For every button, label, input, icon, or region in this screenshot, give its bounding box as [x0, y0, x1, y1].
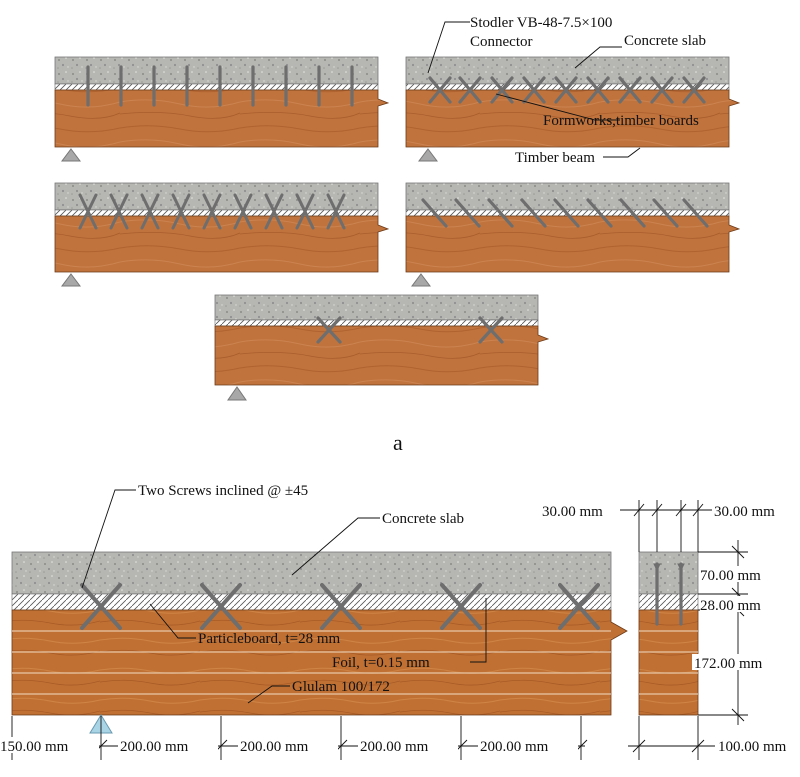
support-triangle [411, 273, 431, 287]
concrete-slab [405, 182, 730, 211]
concrete-slab [405, 56, 730, 85]
panel-a-label: a [393, 430, 403, 455]
dim-200-d: 200.00 mm [480, 739, 549, 755]
connector-row [86, 65, 354, 107]
section-dim-board: 28.00 mm [700, 598, 761, 614]
section-dim-top-right: 30.00 mm [714, 504, 775, 520]
glulam-callout: Glulam 100/172 [292, 679, 390, 695]
glulam-beam [11, 609, 628, 716]
lamination-lines [12, 630, 611, 695]
concrete-slab [54, 56, 379, 85]
beam-variant-cross-connectors [405, 56, 741, 162]
formwork-boards [54, 83, 379, 91]
section-dimension-labels: 30.00 mm 30.00 mm 70.00 mm 28.00 mm 172.… [542, 502, 800, 755]
beam-variant-two-cross-connectors [214, 294, 550, 401]
support-triangle [61, 273, 81, 287]
timber-beam [405, 89, 741, 148]
dim-200-a: 200.00 mm [120, 739, 189, 755]
formwork-boards [54, 209, 379, 217]
inclined-screw-pairs [80, 583, 600, 630]
section-concrete [638, 551, 699, 595]
concrete-slab-callout: Concrete slab [382, 511, 464, 527]
connector-callout-line1: Stodler VB-48-7.5×100 [470, 15, 612, 31]
timber-beam [214, 325, 550, 386]
cross-section [638, 551, 699, 716]
timber-beam-callout: Timber beam [515, 150, 595, 166]
concrete-slab-callout: Concrete slab [624, 33, 706, 49]
panel-a-callouts [427, 21, 641, 158]
section-dim-width: 100.00 mm [718, 739, 787, 755]
particleboard-callout: Particleboard, t=28 mm [198, 631, 341, 647]
foil-callout: Foil, t=0.15 mm [332, 655, 430, 671]
dim-200-b: 200.00 mm [240, 739, 309, 755]
support-triangle [61, 148, 81, 162]
support-triangle [227, 386, 247, 401]
concrete-slab [214, 294, 539, 321]
section-dim-top-left: 30.00 mm [542, 504, 603, 520]
beam-variant-vertical-connectors [54, 56, 390, 162]
timber-beam [405, 215, 741, 273]
section-dim-beam: 172.00 mm [694, 656, 763, 672]
connector-row [421, 198, 709, 228]
section-screws [655, 562, 683, 626]
panel-b-detail: Two Screws inclined @ ±45 Concrete slab … [0, 483, 800, 760]
section-dim-concrete: 70.00 mm [700, 568, 761, 584]
section-lamination-lines [639, 630, 698, 695]
connector-callout-line2: Connector [470, 34, 532, 50]
connector-row [428, 76, 706, 104]
beam-variant-inclined-connectors [405, 182, 741, 287]
timber-beam [54, 215, 390, 273]
concrete-slab [11, 551, 612, 595]
panel-a-beam-variants: Stodler VB-48-7.5×100 Connector Concrete… [54, 15, 741, 455]
section-glulam [638, 609, 699, 716]
section-particleboard [638, 593, 699, 611]
support-triangle [418, 148, 438, 162]
formwork-boards [214, 319, 539, 327]
formworks-callout: Formworks,timber boards [543, 113, 699, 129]
timber-beam [54, 89, 390, 148]
bottom-dimension-labels: 150.00 mm 200.00 mm 200.00 mm 200.00 mm … [0, 737, 578, 755]
panel-b-callouts [81, 489, 487, 704]
connector-row [316, 316, 504, 344]
connector-row [78, 193, 346, 230]
screws-callout: Two Screws inclined @ ±45 [138, 483, 308, 499]
elevation-beam [11, 551, 628, 734]
dim-150: 150.00 mm [0, 739, 69, 755]
beam-variant-dense-cross-connectors [54, 182, 390, 287]
dim-200-c: 200.00 mm [360, 739, 429, 755]
